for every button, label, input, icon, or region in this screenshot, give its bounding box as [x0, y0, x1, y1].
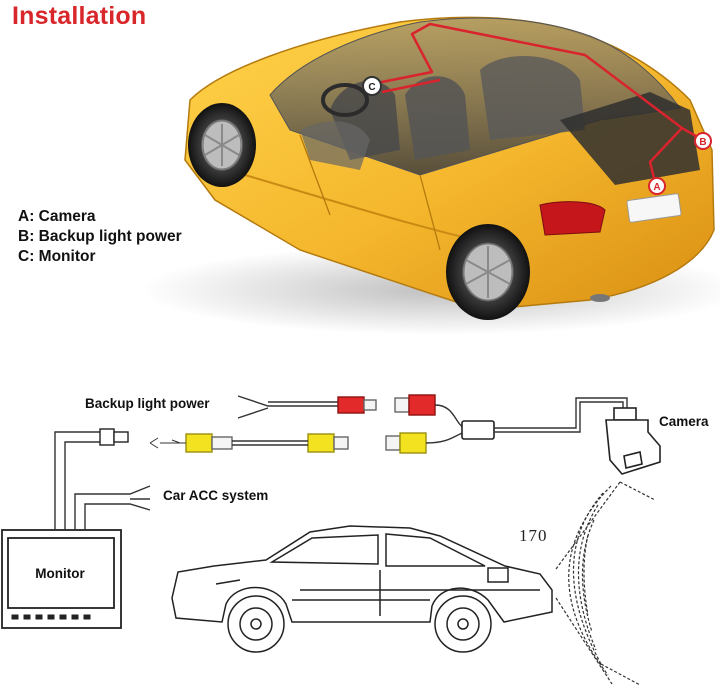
- marker-backup-light: B: [694, 132, 712, 150]
- wiring-schematic: [1, 394, 661, 686]
- view-angle-label: 170: [519, 526, 548, 545]
- monitor-unit: [1, 529, 122, 629]
- page-title: Installation: [12, 2, 147, 30]
- legend-item-backup-light: B: Backup light power: [18, 228, 182, 245]
- yellow-rca-connectors: [185, 432, 427, 454]
- car-illustration: A B C: [140, 16, 720, 335]
- splitter-box: [461, 420, 495, 440]
- monitor-label: Monitor: [35, 566, 85, 581]
- camera-view-arcs: [555, 481, 656, 686]
- backup-light-power-label: Backup light power: [85, 396, 210, 411]
- red-rca-connectors: [337, 394, 436, 416]
- car-acc-system-label: Car ACC system: [163, 488, 269, 503]
- marker-monitor: C: [362, 76, 382, 96]
- backup-power-wire: [237, 395, 338, 419]
- marker-camera: A: [648, 177, 666, 195]
- camera-label: Camera: [659, 414, 709, 429]
- marker-c-text: C: [368, 82, 375, 93]
- legend-item-monitor: C: Monitor: [18, 248, 96, 265]
- marker-b-text: B: [699, 137, 706, 148]
- legend-item-camera: A: Camera: [18, 208, 96, 225]
- sedan-outline: [171, 525, 553, 653]
- camera-unit: [605, 407, 661, 475]
- marker-a-text: A: [653, 182, 660, 193]
- legend: A: Camera B: Backup light power C: Monit…: [18, 207, 182, 267]
